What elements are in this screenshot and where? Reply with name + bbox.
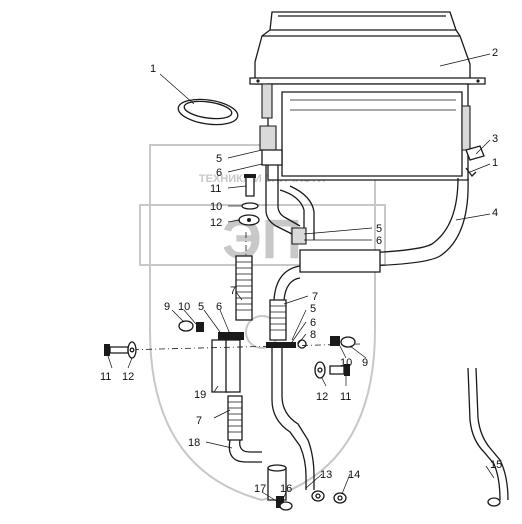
right-bolt-set <box>314 361 350 379</box>
upper-outlet-pipe <box>265 165 381 273</box>
callout-5-left: 5 <box>198 301 204 313</box>
callout-11-right: 11 <box>340 391 351 403</box>
callout-4-pipe: 4 <box>492 207 498 219</box>
middle-hose <box>266 265 315 490</box>
watermark: ТЕХНИКА И ЗАПЧАСТИ ЭП <box>139 144 386 502</box>
callout-6-upper: 6 <box>216 167 222 179</box>
callout-8-middle: 8 <box>310 329 316 341</box>
callout-5-upper: 5 <box>216 153 222 165</box>
callout-12-left: 12 <box>122 371 134 383</box>
callout-18-pipe: 18 <box>188 437 200 449</box>
callout-7-middle: 7 <box>312 291 318 303</box>
leader-lines <box>107 53 495 503</box>
left-bolt-set <box>104 341 137 359</box>
callout-10-right: 10 <box>340 357 352 369</box>
callout-6-right: 6 <box>376 235 382 247</box>
ring-1 <box>177 98 239 126</box>
bottom-fittings <box>267 464 347 511</box>
watermark-letters: ЭП <box>222 207 302 270</box>
callout-2-heater: 2 <box>492 47 498 59</box>
callout-1-clamp: 1 <box>492 157 498 169</box>
pipe-15 <box>467 367 509 507</box>
callout-17-bolt: 17 <box>254 483 266 495</box>
callout-7-left: 7 <box>230 285 236 297</box>
heater-housing <box>249 11 486 181</box>
callout-11-upper: 11 <box>210 183 221 195</box>
callout-9-right: 9 <box>362 357 368 369</box>
callout-9-left: 9 <box>164 301 170 313</box>
left-nut-set <box>178 320 204 332</box>
callout-3-valve: 3 <box>492 133 498 145</box>
upper-bolt-set <box>238 174 260 226</box>
callout-13-fitting: 13 <box>320 469 332 481</box>
callout-10-upper: 10 <box>210 201 222 213</box>
callout-19-tube: 19 <box>194 389 206 401</box>
callouts: 1 2 3 1 4 5 6 11 10 12 5 6 7 7 9 10 5 6 … <box>100 47 502 495</box>
callout-11-left: 11 <box>100 371 111 383</box>
callout-15-pipe: 15 <box>490 459 502 471</box>
callout-5-right: 5 <box>376 223 382 235</box>
callout-6-left: 6 <box>216 301 222 313</box>
callout-6-middle: 6 <box>310 317 316 329</box>
left-hose <box>211 232 262 463</box>
callout-1-ring: 1 <box>150 63 156 75</box>
callout-12-upper: 12 <box>210 217 222 229</box>
callout-16-washer: 16 <box>280 483 292 495</box>
callout-7-lower: 7 <box>196 415 202 427</box>
callout-14-washer: 14 <box>348 469 360 481</box>
right-nut-set <box>330 336 356 348</box>
axis-line <box>119 343 361 351</box>
callout-5-middle: 5 <box>310 303 316 315</box>
callout-10-left: 10 <box>178 301 190 313</box>
callout-12-right: 12 <box>316 391 328 403</box>
